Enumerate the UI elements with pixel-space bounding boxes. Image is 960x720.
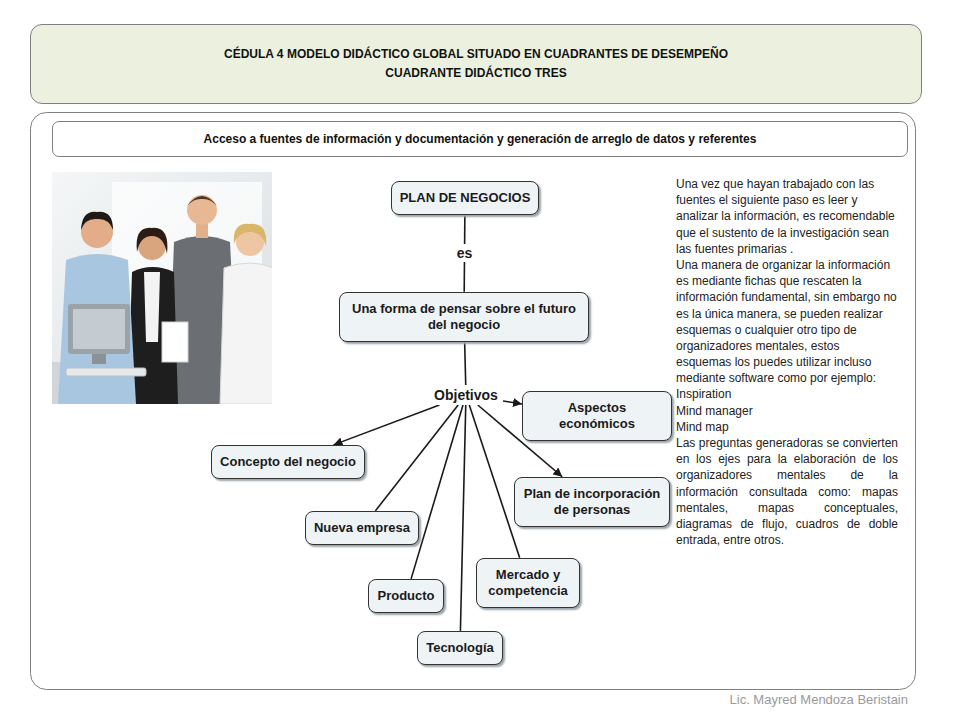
connector-line: [465, 342, 466, 385]
connector-line: [469, 405, 519, 558]
concept-box: Una forma de pensar sobre el futuro del …: [339, 292, 589, 343]
concept-box: Concepto del negocio: [211, 445, 365, 479]
node-text: PLAN DE NEGOCIOS: [400, 190, 531, 206]
node-text: CÉDULA 4 MODELO DIDÁCTICO GLOBAL SITUADO…: [224, 45, 728, 64]
connector-line: [503, 401, 522, 404]
person-body: [58, 254, 136, 404]
person-head: [187, 195, 217, 225]
note-paragraph: Inspiration: [676, 386, 898, 402]
note-paragraph: Mind manager: [676, 403, 898, 419]
node-text: Una forma de pensar sobre el futuro del …: [348, 301, 580, 334]
monitor-stand: [92, 354, 106, 364]
person-neck: [196, 224, 208, 238]
author-credit: Lic. Mayred Mendoza Beristain: [730, 692, 908, 707]
person-hair: [187, 196, 217, 206]
title-band: CÉDULA 4 MODELO DIDÁCTICO GLOBAL SITUADO…: [30, 24, 922, 104]
text-column: Una vez que hayan trabajado con las fuen…: [676, 176, 898, 548]
concept-box: Producto: [368, 579, 443, 613]
connector-line: [333, 405, 439, 445]
connector-line: [411, 405, 463, 579]
content-panel: [31, 113, 916, 690]
node-text: Tecnología: [426, 640, 494, 656]
node-text: Acceso a fuentes de información y docume…: [204, 132, 757, 146]
node-text: Objetivos: [434, 387, 498, 403]
person-hair: [234, 224, 266, 246]
connector-line: [375, 405, 458, 511]
person-body: [220, 263, 272, 404]
node-text: Concepto del negocio: [220, 454, 356, 470]
monitor: [68, 304, 130, 354]
concept-box: PLAN DE NEGOCIOS: [391, 181, 540, 215]
keyboard: [66, 368, 146, 376]
note-paragraph: Una manera de organizar la información e…: [676, 257, 898, 387]
team-photo: [52, 172, 272, 404]
node-text: Plan de incorporación de personas: [523, 486, 661, 519]
concept-box: Mercado y competencia: [476, 558, 580, 609]
node-text: Aspectos económicos: [531, 400, 663, 433]
node-text: CUADRANTE DIDÁCTICO TRES: [385, 64, 566, 83]
note-paragraph: Mind map: [676, 419, 898, 435]
monitor-screen: [73, 309, 125, 349]
concept-box: Plan de incorporación de personas: [514, 477, 670, 528]
concept-box: Aspectos económicos: [522, 391, 672, 442]
linking-word: es: [453, 244, 477, 262]
note-paragraph: Una vez que hayan trabajado con las fuen…: [676, 176, 898, 257]
person-hair: [137, 228, 168, 254]
connector-line: [460, 405, 465, 631]
node-text: Producto: [377, 588, 434, 604]
concept-box: Tecnología: [417, 631, 503, 665]
person-hair: [81, 212, 113, 230]
node-text: Nueva empresa: [314, 520, 410, 536]
node-text: Mercado y competencia: [485, 567, 571, 600]
section-header: Acceso a fuentes de información y docume…: [52, 121, 908, 157]
note-paragraph: Las preguntas generadoras se convierten …: [676, 435, 898, 548]
concept-box: Nueva empresa: [305, 511, 419, 545]
linking-phrase: Objetivos: [429, 385, 503, 405]
document-sheet: [162, 322, 188, 362]
person-blouse: [144, 272, 160, 342]
